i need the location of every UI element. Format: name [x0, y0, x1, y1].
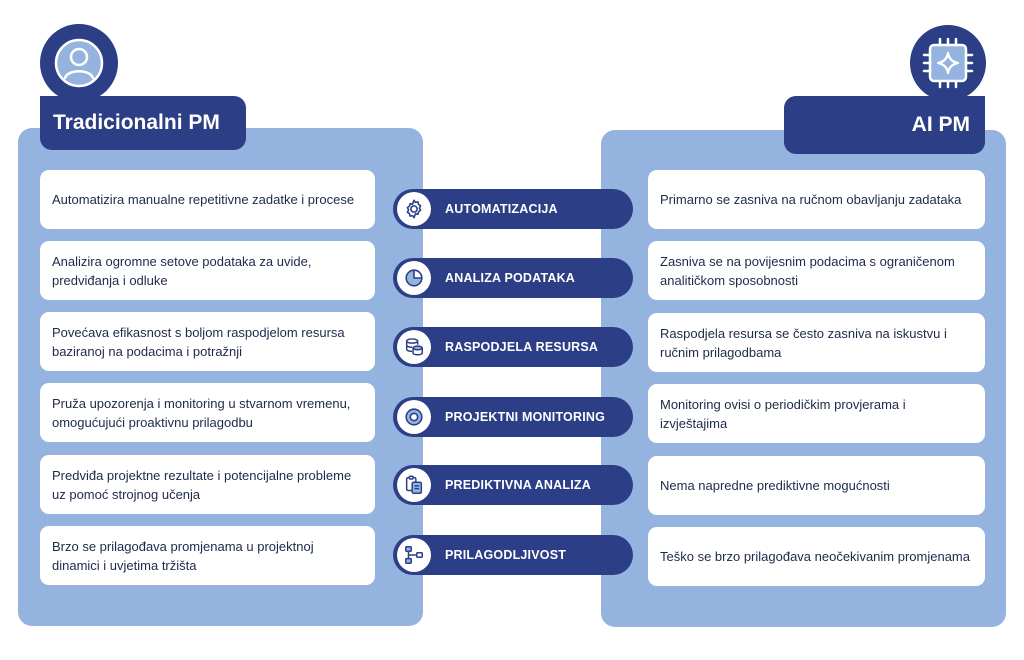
card-text: Raspodjela resursa se često zasniva na i… [660, 325, 947, 360]
clipboard-icon [397, 468, 431, 502]
card-text: Predviđa projektne rezultate i potencija… [52, 467, 352, 502]
category-label: PRILAGODLJIVOST [445, 548, 567, 562]
traditional-card-monitoring: Pruža upozorenja i monitoring u stvarnom… [40, 383, 375, 442]
card-text: Automatizira manualne repetitivne zadatk… [52, 192, 355, 207]
ai-card-resources: Raspodjela resursa se često zasniva na i… [648, 313, 985, 372]
monitoring-icon [397, 400, 431, 434]
category-label: AUTOMATIZACIJA [445, 202, 558, 216]
pie-chart-icon [397, 261, 431, 295]
category-prilagodljivost: PRILAGODLJIVOST [393, 535, 633, 575]
traditional-pm-header: Tradicionalni PM [40, 96, 246, 150]
traditional-card-data-analysis: Analizira ogromne setove podataka za uvi… [40, 241, 375, 300]
gear-icon [397, 192, 431, 226]
ai-card-adaptability: Teško se brzo prilagođava neočekivanim p… [648, 527, 985, 586]
ai-pm-avatar [910, 25, 986, 101]
category-label: RASPODJELA RESURSA [445, 340, 599, 354]
traditional-pm-avatar [40, 24, 118, 102]
category-analiza-podataka: ANALIZA PODATAKA [393, 258, 633, 298]
traditional-card-automation: Automatizira manualne repetitivne zadatk… [40, 170, 375, 229]
card-text: Brzo se prilagođava promjenama u projekt… [52, 538, 314, 573]
ai-chip-icon [922, 37, 974, 89]
card-text: Povećava efikasnost s boljom raspodjelom… [52, 324, 345, 359]
category-raspodjela-resursa: RASPODJELA RESURSA [393, 327, 633, 367]
ai-card-predictive: Nema napredne prediktivne mogućnosti [648, 456, 985, 515]
card-text: Pruža upozorenja i monitoring u stvarnom… [52, 395, 351, 430]
category-prediktivna-analiza: PREDIKTIVNA ANALIZA [393, 465, 633, 505]
card-text: Teško se brzo prilagođava neočekivanim p… [660, 549, 970, 564]
traditional-card-resources: Povećava efikasnost s boljom raspodjelom… [40, 312, 375, 371]
category-projektni-monitoring: PROJEKTNI MONITORING [393, 397, 633, 437]
card-text: Zasniva se na povijesnim podacima s ogra… [660, 253, 955, 288]
ai-pm-header: AI PM [784, 96, 985, 154]
card-text: Nema napredne prediktivne mogućnosti [660, 478, 890, 493]
ai-card-automation: Primarno se zasniva na ručnom obavljanju… [648, 170, 985, 229]
flowchart-icon [397, 538, 431, 572]
database-icon [397, 330, 431, 364]
card-text: Primarno se zasniva na ručnom obavljanju… [660, 192, 962, 207]
ai-pm-title: AI PM [911, 113, 970, 136]
user-icon [54, 38, 104, 88]
traditional-card-adaptability: Brzo se prilagođava promjenama u projekt… [40, 526, 375, 585]
category-automatizacija: AUTOMATIZACIJA [393, 189, 633, 229]
traditional-pm-title: Tradicionalni PM [53, 111, 220, 134]
category-label: PROJEKTNI MONITORING [445, 410, 606, 424]
category-label: PREDIKTIVNA ANALIZA [445, 478, 591, 492]
ai-card-data-analysis: Zasniva se na povijesnim podacima s ogra… [648, 241, 985, 300]
card-text: Analizira ogromne setove podataka za uvi… [52, 253, 312, 288]
category-label: ANALIZA PODATAKA [445, 271, 576, 285]
ai-card-monitoring: Monitoring ovisi o periodičkim provjeram… [648, 384, 985, 443]
card-text: Monitoring ovisi o periodičkim provjeram… [660, 396, 906, 431]
traditional-card-predictive: Predviđa projektne rezultate i potencija… [40, 455, 375, 514]
